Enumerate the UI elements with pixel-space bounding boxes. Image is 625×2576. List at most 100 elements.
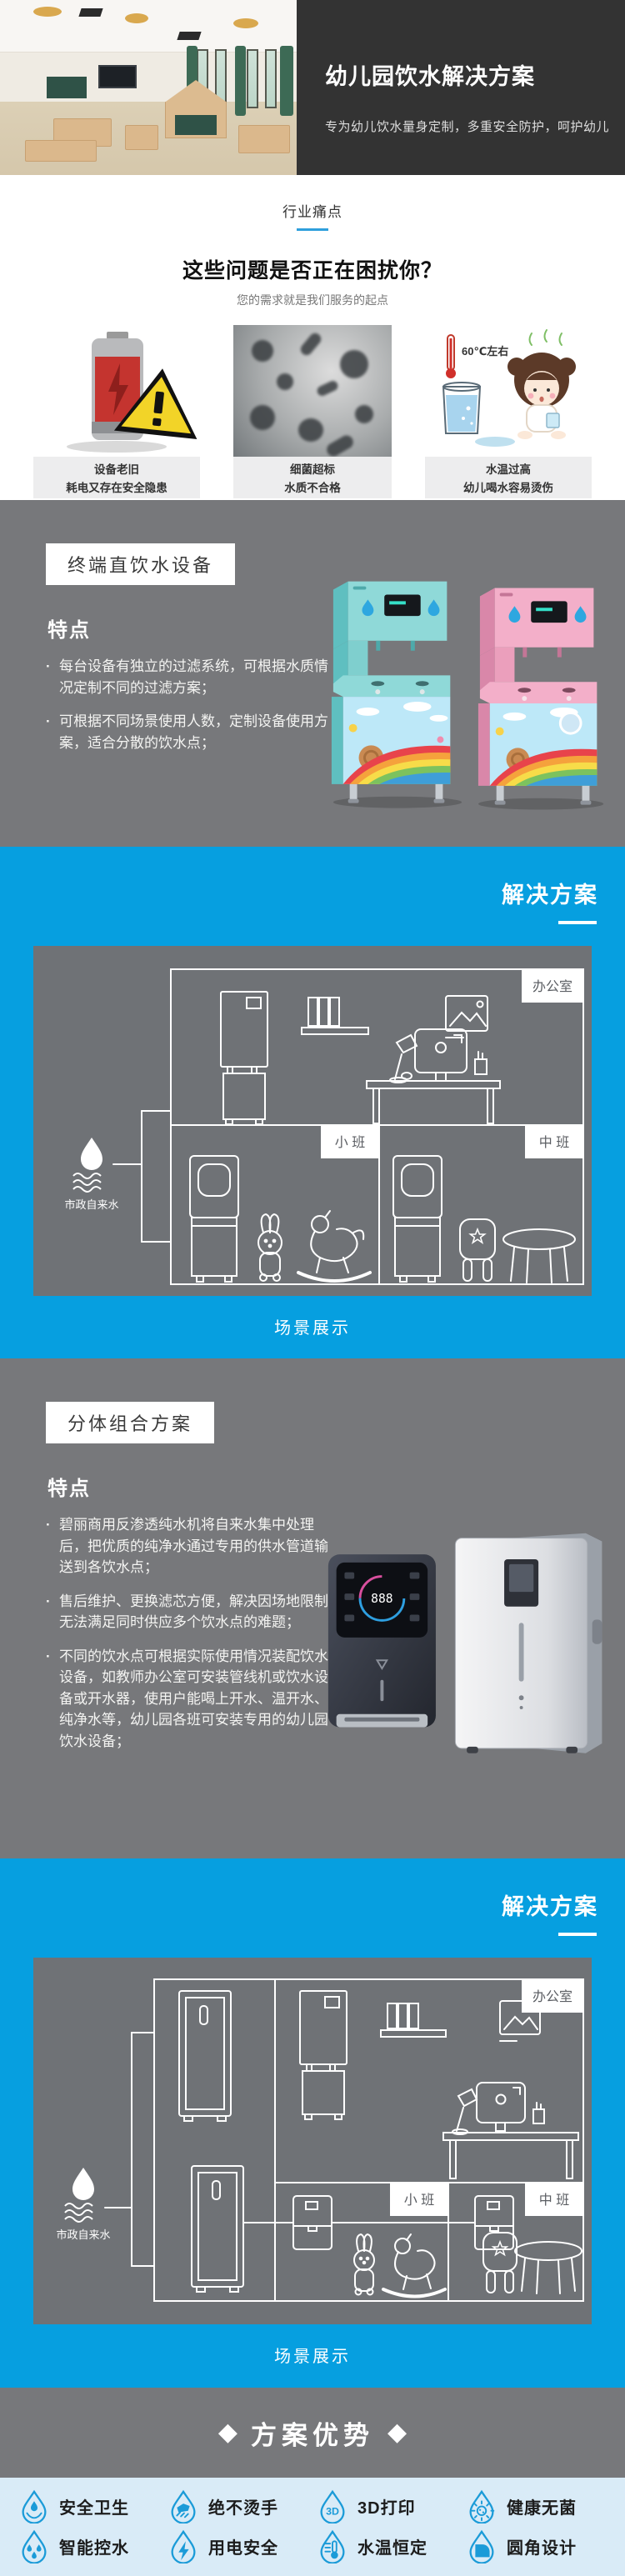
solution-title: 解决方案 (502, 1894, 598, 1919)
photo-lamp (125, 13, 148, 23)
advantage-label: 用电安全 (208, 2538, 278, 2558)
advantage-safe-hygiene: 安全卫生 (17, 2486, 166, 2526)
advantage-no-scald: 绝不烫手 (166, 2486, 315, 2526)
photo-chalkboard (47, 77, 87, 98)
old-battery-warning-image (33, 325, 200, 457)
photo-table (25, 140, 97, 162)
feature-item: 不同的饮水点可根据实际使用情况装配饮水设备，如教师办公室可安装管线机或饮水设备或… (46, 1646, 329, 1753)
solution-underline (558, 1933, 597, 1936)
room-label-office: 办公室 (532, 979, 572, 994)
advantage-label: 安全卫生 (59, 2498, 129, 2518)
pain-card-bacteria: 细菌超标 水质不合格 (233, 325, 392, 498)
advantage-smart-water: 智能控水 (17, 2526, 166, 2566)
page-title: 幼儿园饮水解决方案 (325, 64, 535, 89)
hygiene-drop-icon (22, 2489, 47, 2523)
section-tab-label: 行业痛点 (282, 204, 342, 220)
water-source-label: 市政自来水 (56, 2228, 110, 2241)
advantage-label: 健康无菌 (507, 2498, 577, 2518)
floor-plan-1: 办公室 小 班 中 班 市政自来水 (64, 968, 584, 1285)
solution-section-2: 解决方案 (0, 1858, 625, 2388)
split-combo-section: 分体组合方案 特点 碧丽商用反渗透纯水机将自来水集中处理后，把优质的纯净水通过专… (0, 1358, 625, 1858)
ro-purifier-and-pipeline-machine-image: 888 (328, 1533, 602, 1753)
feature-item: 可根据不同场景使用人数，定制设备使用方案，适合分散的饮水点； (46, 711, 329, 753)
diamond-icon: ◆ (388, 2418, 408, 2446)
header-text-panel: 幼儿园饮水解决方案 专为幼儿饮水量身定制，多重安全防护，呵护幼儿 (297, 0, 625, 175)
advantage-constant-temp: 水温恒定 (315, 2526, 464, 2566)
room-label-small-class: 小 班 (335, 1135, 365, 1150)
smart-water-icon (22, 2529, 47, 2563)
advantage-germ-free: 健康无菌 (464, 2486, 613, 2526)
pain-subheading: 您的需求就是我们服务的起点 (237, 293, 388, 307)
advantage-label: 水温恒定 (358, 2538, 428, 2558)
feature-item: 每台设备有独立的过滤系统，可根据水质情况定制不同的过滤方案； (46, 656, 329, 698)
pain-card-desc: 幼儿喝水容易烫伤 (463, 481, 553, 494)
city-water-icon: 市政自来水 (64, 1138, 119, 1211)
room-label-middle-class: 中 班 (539, 2193, 569, 2208)
teal-kid-dispenser (331, 581, 451, 803)
photo-shelf (238, 125, 290, 153)
temp-label: 60℃左右 (462, 345, 508, 358)
scene-caption: 场景展示 (274, 2348, 351, 2366)
solution-title: 解决方案 (502, 883, 598, 908)
advantage-3d-print: 3D 3D打印 (315, 2486, 464, 2526)
pain-card-hot-water: 60℃左右 (425, 325, 592, 498)
rounded-corner-icon (469, 2529, 494, 2563)
pain-card-caption: 细菌超标 水质不合格 (233, 457, 392, 498)
split-title: 分体组合方案 (46, 1402, 215, 1443)
pain-cards: 设备老旧 耗电又存在安全隐患 细菌超标 水质不合格 (0, 325, 625, 498)
page-subtitle: 专为幼儿饮水量身定制，多重安全防护，呵护幼儿 (325, 120, 610, 134)
advantage-rounded-corner: 圆角设计 (464, 2526, 613, 2566)
pink-kid-dispenser (478, 588, 598, 805)
photo-window (247, 48, 258, 109)
pipeline-machine: 888 (328, 1554, 436, 1728)
advantage-electric-safety: 用电安全 (166, 2526, 315, 2566)
scald-risk-image: 60℃左右 (425, 325, 592, 457)
pain-card-title: 水温过高 (486, 463, 531, 476)
germ-free-icon (469, 2489, 495, 2523)
photo-window (265, 48, 277, 109)
electric-safety-icon (171, 2529, 196, 2563)
pain-card-caption: 水温过高 幼儿喝水容易烫伤 (425, 457, 592, 498)
constant-temp-icon (320, 2529, 345, 2563)
feature-item: 售后维护、更换滤芯方便，解决因场地限制无法满足同时供应多个饮水点的难题； (46, 1591, 329, 1633)
pain-card-title: 细菌超标 (290, 463, 335, 476)
photo-vent (78, 8, 103, 17)
advantage-label: 智能控水 (59, 2538, 129, 2558)
advantage-label: 3D打印 (358, 2498, 416, 2518)
photo-lamp (33, 7, 62, 17)
advantage-label: 绝不烫手 (208, 2498, 278, 2518)
city-water-icon: 市政自来水 (56, 2168, 111, 2241)
feature-item: 碧丽商用反渗透纯水机将自来水集中处理后，把优质的纯净水通过专用的供水管道输送到各… (46, 1514, 329, 1578)
photo-chalk-panel (175, 115, 217, 135)
terminal-title: 终端直饮水设备 (46, 543, 236, 585)
kids-water-dispensers-image (331, 581, 604, 810)
features-heading: 特点 (48, 619, 91, 642)
photo-lamp (233, 18, 258, 28)
solution-section-1: 解决方案 (0, 847, 625, 1358)
photo-curtain (235, 45, 246, 116)
bacteria-image (233, 325, 392, 457)
photo-curtain (280, 45, 293, 116)
photo-tv (98, 65, 137, 88)
scene-diagram-2: 办公室 小 班 中 班 市政自来水 (33, 1958, 592, 2324)
tab-underline (297, 228, 328, 231)
terminal-device-section: 终端直饮水设备 特点 每台设备有独立的过滤系统，可根据水质情况定制不同的过滤方案… (0, 500, 625, 847)
floor-plan-2: 办公室 小 班 中 班 市政自来水 (56, 1978, 584, 2302)
photo-chair (125, 125, 158, 150)
pain-card-old-equipment: 设备老旧 耗电又存在安全隐患 (33, 325, 200, 498)
room-label-small-class: 小 班 (404, 2193, 434, 2208)
water-source-label: 市政自来水 (64, 1198, 118, 1211)
industry-pain-section: 行业痛点 这些问题是否正在困扰你？ 您的需求就是我们服务的起点 (0, 175, 625, 516)
pain-card-caption: 设备老旧 耗电又存在安全隐患 (33, 457, 200, 498)
scene-diagram-1: 办公室 小 班 中 班 市政自来水 (33, 946, 592, 1296)
3d-print-icon: 3D (320, 2489, 345, 2523)
pain-card-desc: 水质不合格 (284, 481, 341, 494)
ro-purifier-cabinet (454, 1533, 602, 1753)
pain-heading: 这些问题是否正在困扰你？ (182, 259, 442, 283)
pain-card-desc: 耗电又存在安全隐患 (66, 481, 168, 494)
no-scald-icon (171, 2489, 196, 2523)
pain-card-title: 设备老旧 (94, 463, 139, 476)
advantage-label: 圆角设计 (507, 2538, 577, 2558)
room-label-office: 办公室 (532, 1989, 572, 2004)
